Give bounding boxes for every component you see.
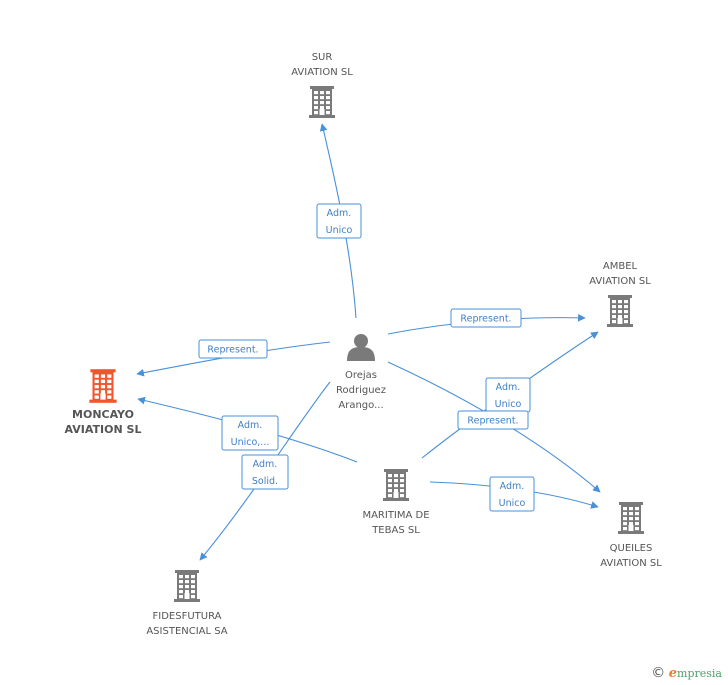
node-label-fidesfutura: ASISTENCIAL SA [146,626,227,637]
edge-label-person-to-sur[interactable]: Adm. Unico [316,203,362,239]
edge-label-maritima-to-ambel[interactable]: Adm. Unico [485,377,531,413]
edge-label-text: Unico,... [231,437,270,448]
edge-label-text: Unico [326,225,353,236]
node-moncayo[interactable]: MONCAYO AVIATION SL [65,369,142,436]
empresia-logo-text: mpresia [677,667,722,680]
building-icon [618,502,644,534]
node-label-ambel: AMBEL [603,261,638,272]
edge-label-text: Adm. [496,382,521,393]
node-label-sur: SUR [312,52,333,63]
edge-label-text: Represent. [207,345,258,356]
edge-label-box[interactable] [489,476,535,512]
edge-labels-layer: Adm.UnicoRepresent.Represent.Adm.Unico,.… [198,203,535,512]
building-icon [309,86,335,118]
edge-label-person-to-queiles[interactable]: Represent. [457,410,529,430]
edge-label-box[interactable] [457,410,529,430]
edge-label-box[interactable] [221,415,279,451]
node-person[interactable]: OrejasRodriguezArango... [336,334,386,411]
edge-label-text: Represent. [460,314,511,325]
node-sur[interactable]: SUR AVIATION SL [291,52,353,118]
node-label-maritima: MARITIMA DE [362,510,429,521]
edge-label-text: Solid. [252,476,278,487]
node-label-person: Orejas [345,370,377,381]
person-icon [347,334,375,361]
edge-label-person-to-ambel[interactable]: Represent. [450,308,522,328]
empresia-logo-initial: e [668,666,678,681]
node-fidesfutura[interactable]: FIDESFUTURA ASISTENCIAL SA [146,570,228,637]
edge-label-text: Represent. [467,416,518,427]
copyright-footer: © empresia [651,665,722,681]
node-label-queiles: QUEILES [610,543,653,554]
edge-label-box[interactable] [316,203,362,239]
building-icon [174,570,200,602]
edge-label-box[interactable] [198,339,268,359]
edge-label-box[interactable] [450,308,522,328]
node-label-maritima: TEBAS SL [371,525,420,536]
building-icon [383,469,409,501]
building-icon [89,369,117,403]
edge-label-text: Adm. [500,481,525,492]
node-label-person: Arango... [338,400,383,411]
edge-label-maritima-to-queiles[interactable]: Adm. Unico [489,476,535,512]
edge-label-maritima-to-moncayo[interactable]: Adm. Unico,... [221,415,279,451]
edge-label-person-to-moncayo[interactable]: Represent. [198,339,268,359]
edge-label-box[interactable] [241,454,289,490]
edge-label-person-to-fidesfutura[interactable]: Adm. Solid. [241,454,289,490]
edge-label-text: Adm. [253,459,278,470]
nodes-layer: SUR AVIATION SL AMBEL AVIATION SL OrejasRodr… [65,52,663,637]
node-label-sur: AVIATION SL [291,67,353,78]
edge-label-text: Adm. [238,420,263,431]
node-label-moncayo: AVIATION SL [65,423,142,436]
building-icon [607,295,633,327]
edge-label-text: Adm. [327,208,352,219]
node-label-fidesfutura: FIDESFUTURA [153,611,222,622]
node-label-queiles: AVIATION SL [600,558,662,569]
node-queiles[interactable]: QUEILES AVIATION SL [600,502,662,569]
edge-label-text: Unico [499,498,526,509]
node-maritima[interactable]: MARITIMA DE TEBAS SL [362,469,430,536]
edge-label-text: Unico [495,399,522,410]
node-label-person: Rodriguez [336,385,386,396]
node-label-ambel: AVIATION SL [589,276,651,287]
copyright-icon: © [651,665,666,681]
node-ambel[interactable]: AMBEL AVIATION SL [589,261,651,327]
node-label-moncayo: MONCAYO [72,408,134,421]
